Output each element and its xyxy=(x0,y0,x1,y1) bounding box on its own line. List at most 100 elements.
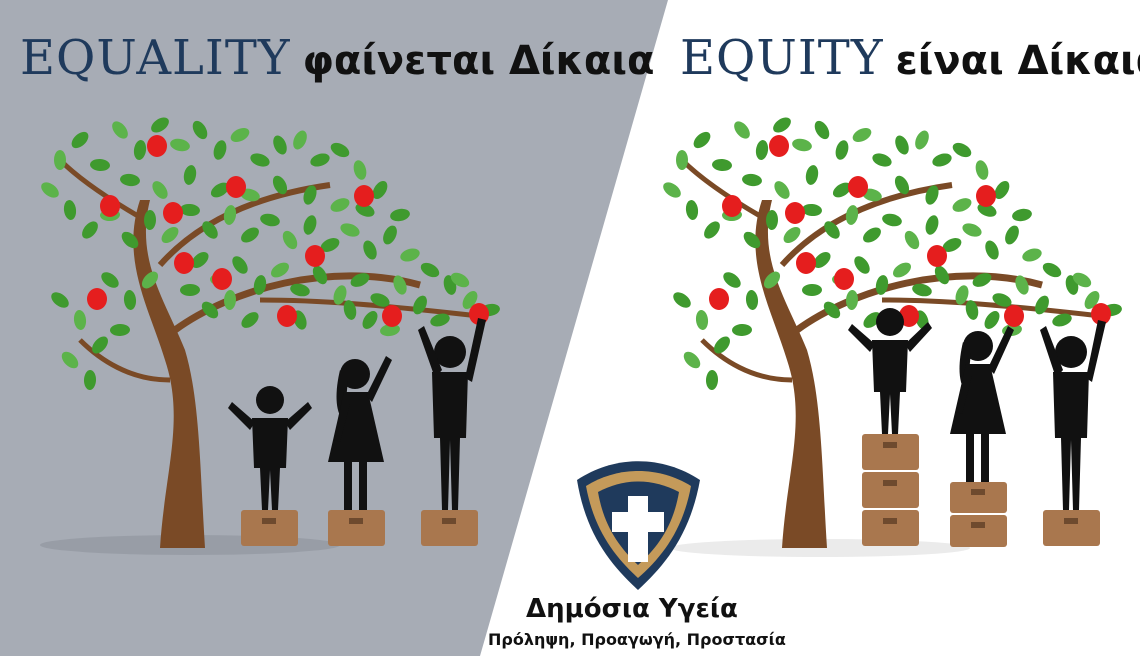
leaf xyxy=(372,180,388,200)
leaf xyxy=(61,351,79,369)
leaf xyxy=(362,311,378,329)
leaf xyxy=(92,336,108,354)
leaf xyxy=(161,226,179,244)
left-figure-tall xyxy=(418,318,486,510)
leaf xyxy=(201,301,219,319)
leaf xyxy=(330,198,350,212)
leaf xyxy=(170,138,190,152)
leaf xyxy=(63,200,77,220)
right-title-greek: είναι Δίκαια xyxy=(895,38,1140,84)
apple xyxy=(1004,305,1024,327)
leaf xyxy=(430,313,450,327)
leaf xyxy=(312,265,328,285)
leaf xyxy=(191,252,209,268)
leaf xyxy=(420,262,440,278)
left-panel-background xyxy=(0,0,668,656)
leaf xyxy=(370,293,390,307)
leaf xyxy=(73,310,87,330)
leaf xyxy=(152,181,168,199)
leaf xyxy=(340,223,360,237)
leaf xyxy=(210,182,230,198)
left-box xyxy=(241,510,298,546)
leaf xyxy=(192,120,208,140)
right-box-stack-girl xyxy=(950,482,1007,547)
leaf xyxy=(282,230,298,250)
leaf xyxy=(241,227,259,243)
leaf xyxy=(343,300,357,320)
apple xyxy=(277,305,297,327)
left-tree-branch xyxy=(58,158,147,223)
leaf xyxy=(333,285,347,305)
leaf xyxy=(120,173,140,187)
left-tree-trunk xyxy=(133,200,205,548)
apple xyxy=(226,176,246,198)
right-box-stack-child xyxy=(862,434,919,546)
apple xyxy=(834,268,854,290)
leaf xyxy=(223,290,237,310)
leaf xyxy=(230,127,250,143)
leaf xyxy=(240,188,260,202)
leaf xyxy=(223,205,237,225)
apple xyxy=(899,305,919,327)
leaf xyxy=(363,240,377,260)
leaf xyxy=(380,323,400,337)
leaf xyxy=(400,248,420,262)
leaf xyxy=(272,175,288,195)
leaf xyxy=(320,238,340,252)
apple xyxy=(785,202,805,224)
leaf xyxy=(303,185,317,205)
leaf xyxy=(213,140,227,160)
left-tree-branch xyxy=(172,272,421,333)
left-box xyxy=(328,510,385,546)
left-apples xyxy=(87,135,489,327)
leaf xyxy=(260,213,280,227)
apple xyxy=(848,176,868,198)
left-figure-girl xyxy=(328,356,392,510)
left-scene xyxy=(40,117,500,555)
leaf xyxy=(121,231,139,249)
leaf xyxy=(383,225,397,245)
apple xyxy=(174,252,194,274)
leaf xyxy=(51,292,69,308)
leaf xyxy=(350,273,370,287)
leaf xyxy=(110,323,130,337)
apple xyxy=(163,202,183,224)
leaf xyxy=(450,272,470,288)
leaf xyxy=(83,370,97,390)
leaf xyxy=(413,295,427,315)
leaf xyxy=(290,283,310,297)
leaf xyxy=(183,165,197,185)
left-title-english: EQUALITY xyxy=(20,30,291,86)
leaf xyxy=(462,290,478,310)
leaf xyxy=(330,142,350,158)
leaf xyxy=(101,272,119,288)
leaf xyxy=(41,182,59,198)
left-tree xyxy=(41,117,500,548)
leaf xyxy=(353,160,367,180)
leaf xyxy=(390,208,410,222)
leaf xyxy=(54,150,66,170)
leaf xyxy=(202,221,218,239)
right-apples xyxy=(709,135,1111,327)
apple xyxy=(87,288,107,310)
apple xyxy=(722,195,742,217)
leaf xyxy=(270,262,290,278)
apple xyxy=(305,245,325,267)
leaf xyxy=(253,275,267,295)
leaf xyxy=(151,117,169,133)
apple xyxy=(769,135,789,157)
apple xyxy=(709,288,729,310)
leaf xyxy=(180,203,200,217)
apple xyxy=(1091,303,1111,325)
apple xyxy=(100,195,120,217)
leaf xyxy=(90,158,110,172)
leaf xyxy=(250,153,270,167)
left-figure-small-child xyxy=(228,386,312,510)
leaf xyxy=(355,203,375,217)
leaf xyxy=(393,275,407,295)
right-figure-small-child xyxy=(848,308,932,434)
left-box xyxy=(421,510,478,546)
